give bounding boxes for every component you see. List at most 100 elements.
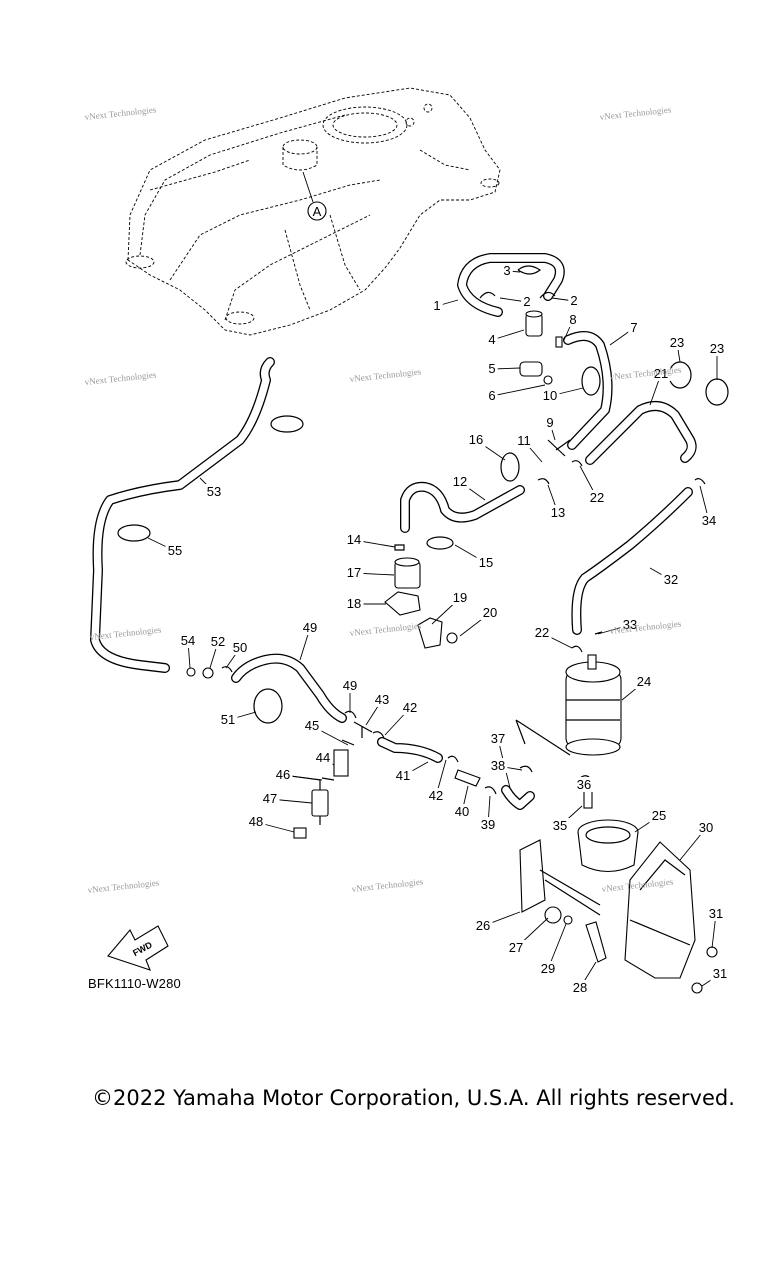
part-number-label: 17 <box>347 565 361 580</box>
label-background <box>620 617 640 632</box>
part-number-label: 50 <box>233 640 247 655</box>
part-number-label: 9 <box>546 415 553 430</box>
part-number-label: 10 <box>543 388 557 403</box>
part-number-label: 22 <box>535 625 549 640</box>
label-background <box>634 674 654 689</box>
label-background <box>178 633 198 648</box>
label-background <box>486 332 498 347</box>
label-background <box>480 605 500 620</box>
fwd-arrow-icon: FWD <box>107 925 169 971</box>
label-background <box>218 712 238 727</box>
part-number-label: 3 <box>503 263 510 278</box>
label-background <box>393 768 413 783</box>
part-number-label: 55 <box>168 543 182 558</box>
watermark-text: vNext Technologies <box>349 620 422 638</box>
part-number-label: 34 <box>702 513 716 528</box>
part-number-label: 39 <box>481 817 495 832</box>
part-number-label: 7 <box>630 320 637 335</box>
part-number-label: 29 <box>541 961 555 976</box>
label-background <box>400 700 420 715</box>
part-number-label: 37 <box>491 731 505 746</box>
part-number-label: 5 <box>488 361 495 376</box>
fuel-tank: A <box>125 87 501 336</box>
label-background <box>548 505 568 520</box>
label-background <box>707 341 727 356</box>
part-number-label: 4 <box>488 332 495 347</box>
label-background <box>478 817 498 832</box>
label-background <box>540 388 560 403</box>
part-number-label: 36 <box>577 777 591 792</box>
part-number-label: 54 <box>181 633 195 648</box>
label-background <box>710 966 730 981</box>
label-background <box>488 731 508 746</box>
canister <box>515 654 622 756</box>
part-number-label: 6 <box>488 388 495 403</box>
label-background <box>661 572 681 587</box>
copyright-notice: ©2022 Yamaha Motor Corporation, U.S.A. A… <box>92 1086 735 1110</box>
part-number-label: 22 <box>590 490 604 505</box>
label-background <box>452 804 472 819</box>
label-background <box>628 320 640 335</box>
label-background <box>550 818 570 833</box>
part-number-label: 31 <box>713 966 727 981</box>
part-number-label: 32 <box>664 572 678 587</box>
label-background <box>506 940 526 955</box>
part-number-label: 23 <box>670 335 684 350</box>
part-number-label: 41 <box>396 768 410 783</box>
label-background <box>570 980 590 995</box>
label-background <box>587 490 607 505</box>
label-background <box>706 906 726 921</box>
part-number-label: 21 <box>654 366 668 381</box>
part-number-label: 44 <box>316 750 330 765</box>
label-background <box>568 293 580 308</box>
label-background <box>204 484 224 499</box>
label-background <box>230 640 250 655</box>
mounting-brackets <box>519 819 718 994</box>
label-background <box>476 555 496 570</box>
label-background <box>473 918 493 933</box>
label-background <box>260 791 280 806</box>
part-number-label: 45 <box>305 718 319 733</box>
label-background <box>450 474 470 489</box>
diagram-code: BFK1110-W280 <box>88 976 181 991</box>
label-background <box>300 620 320 635</box>
label-background <box>372 692 392 707</box>
part-number-label: 30 <box>699 820 713 835</box>
label-background <box>699 513 719 528</box>
part-number-label: 18 <box>347 596 361 611</box>
part-number-label: 14 <box>347 532 361 547</box>
part-number-label: 24 <box>637 674 651 689</box>
part-number-label: 51 <box>221 712 235 727</box>
watermark-text: vNext Technologies <box>84 369 157 387</box>
label-background <box>486 388 498 403</box>
part-number-label: 42 <box>403 700 417 715</box>
watermark-text: vNext Technologies <box>349 366 422 384</box>
label-background <box>574 777 594 792</box>
label-background <box>501 263 513 278</box>
part-number-label: 48 <box>249 814 263 829</box>
part-number-label: 26 <box>476 918 490 933</box>
part-number-label: 11 <box>517 433 531 448</box>
part-number-label: 42 <box>429 788 443 803</box>
label-background <box>649 808 669 823</box>
label-background <box>450 590 470 605</box>
part-number-label: 49 <box>303 620 317 635</box>
part-number-label: 35 <box>553 818 567 833</box>
hoses <box>90 253 697 810</box>
part-number-label: 33 <box>623 617 637 632</box>
label-background <box>344 565 364 580</box>
part-number-label: 16 <box>469 432 483 447</box>
label-background <box>344 532 364 547</box>
label-background <box>532 625 552 640</box>
label-background <box>313 750 333 765</box>
part-number-label: 53 <box>207 484 221 499</box>
label-background <box>514 433 534 448</box>
part-number-label: 13 <box>551 505 565 520</box>
part-number-label: 49 <box>343 678 357 693</box>
part-number-label: 31 <box>709 906 723 921</box>
part-number-label: 19 <box>453 590 467 605</box>
part-number-label: 46 <box>276 767 290 782</box>
label-background <box>488 758 508 773</box>
